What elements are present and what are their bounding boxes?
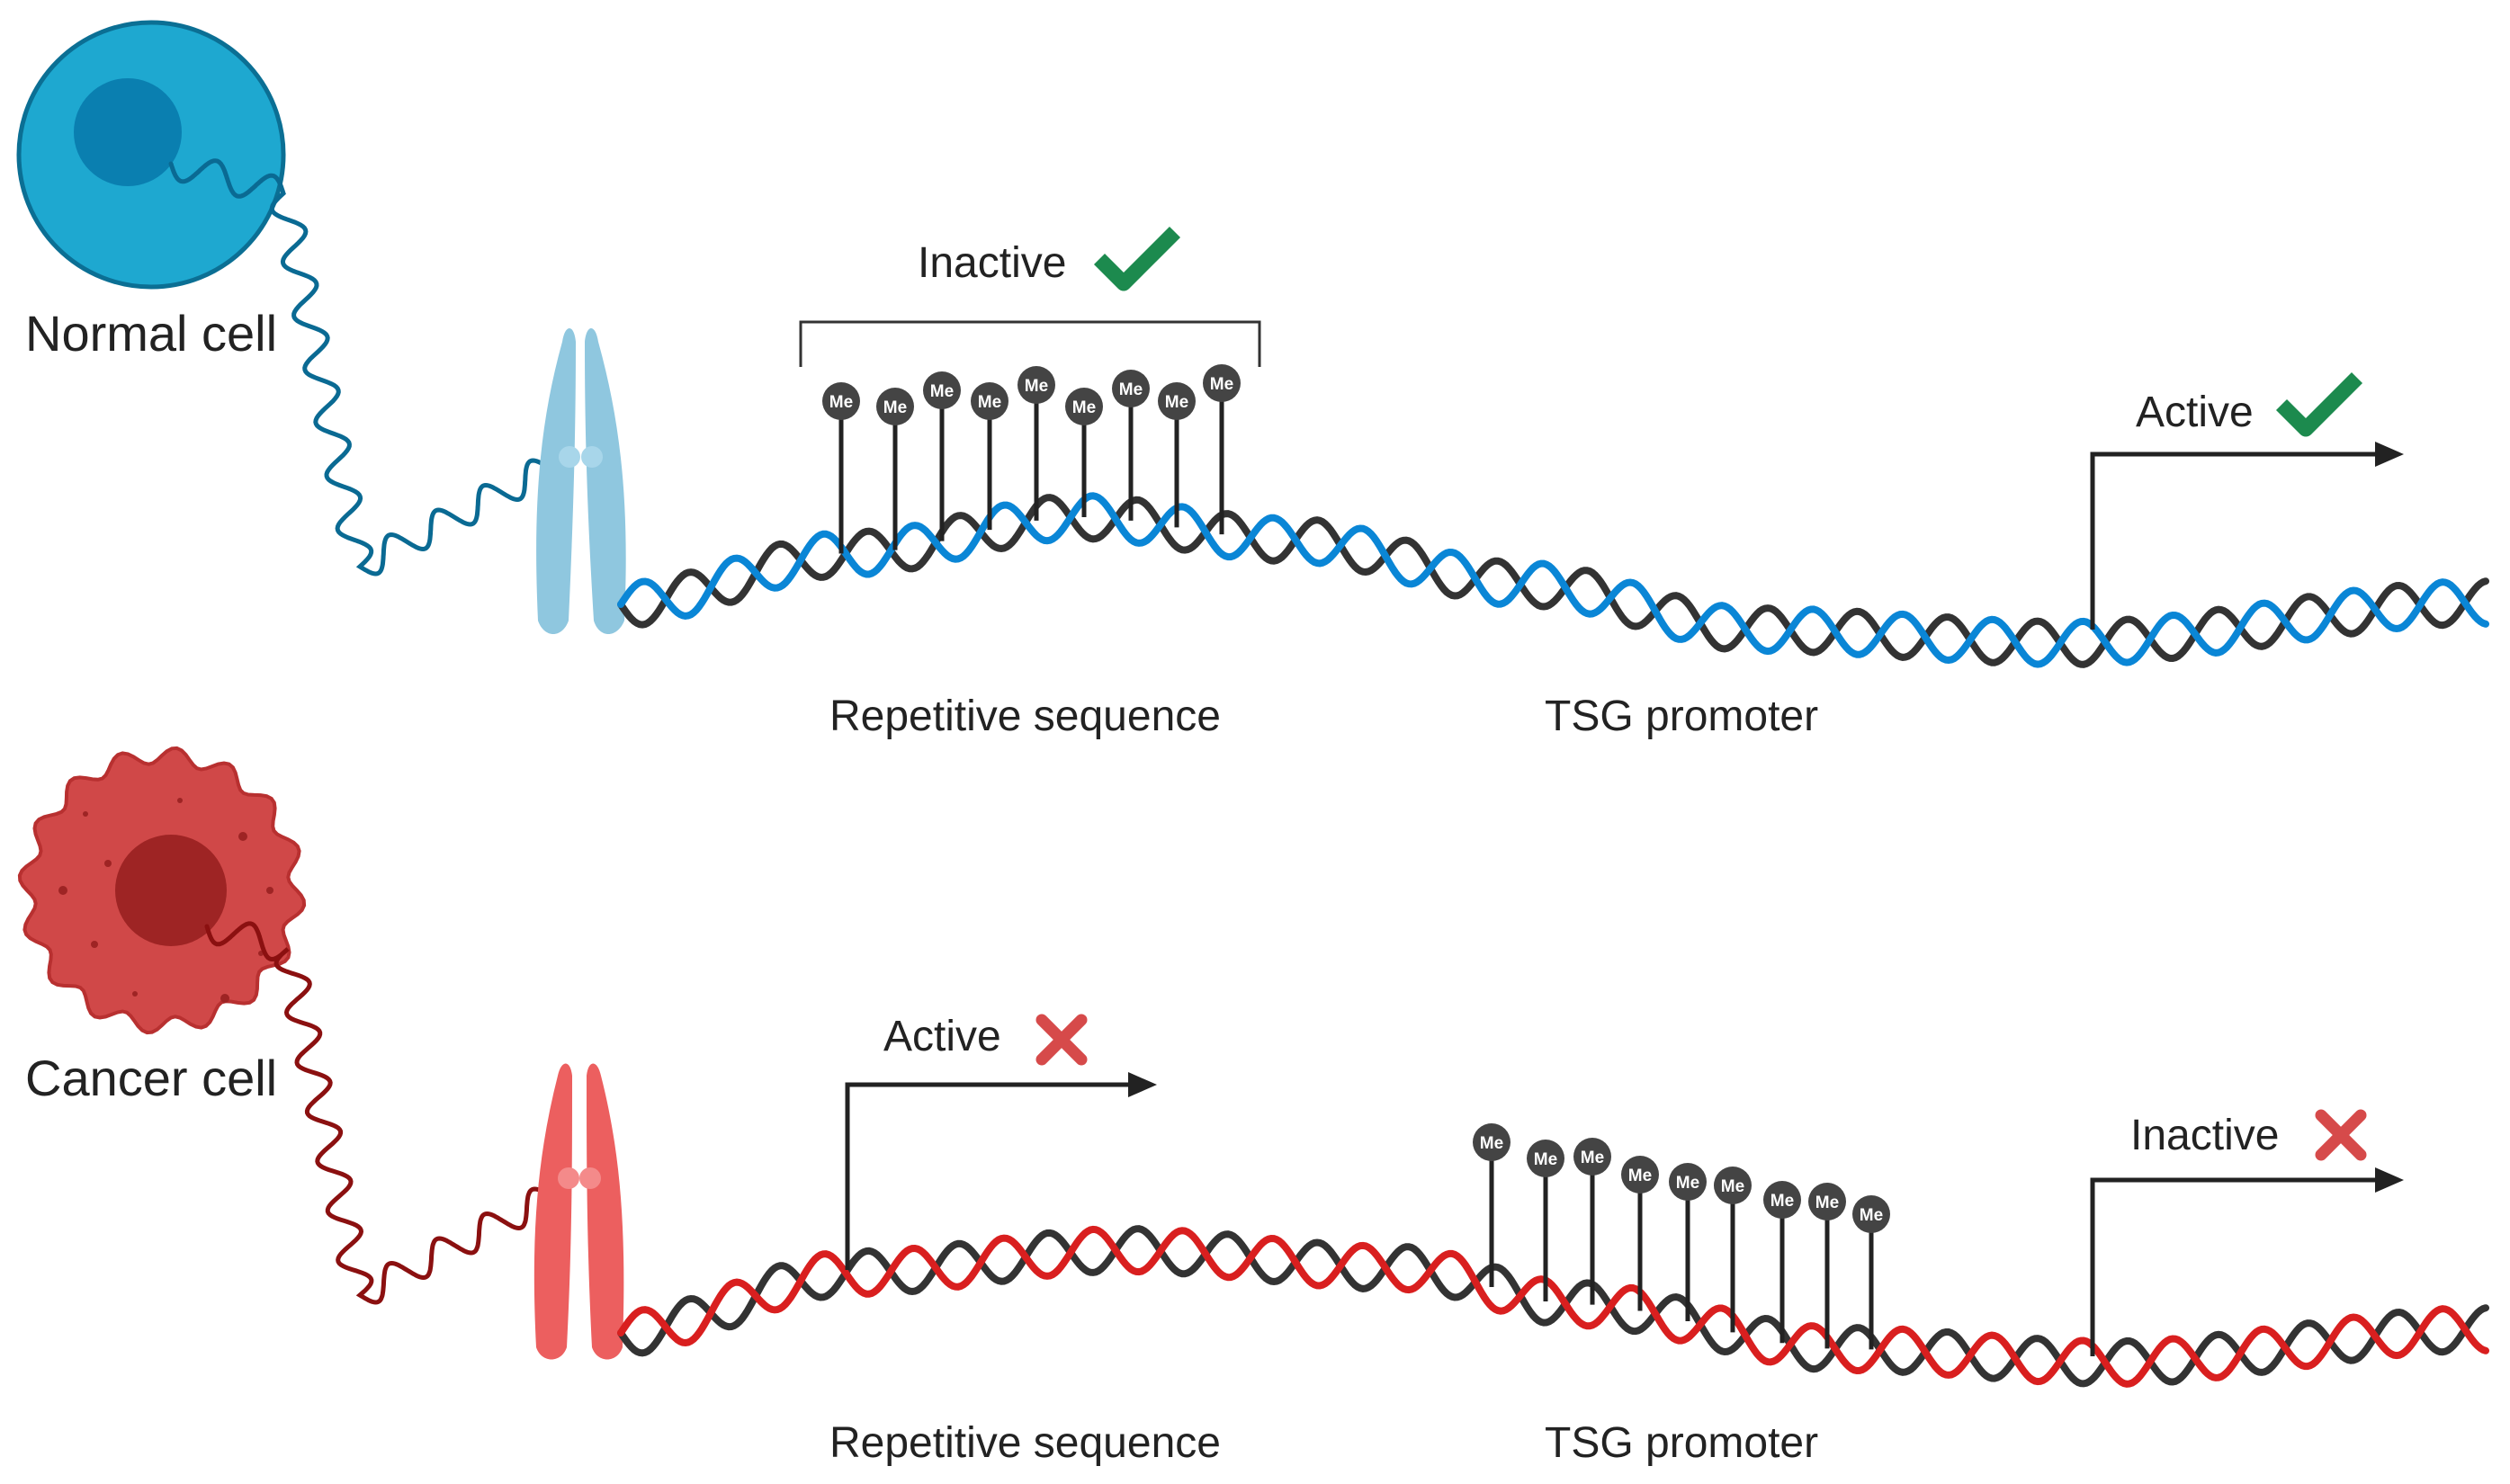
methyl-marker-label: Me <box>1628 1167 1652 1185</box>
methyl-marker-head <box>1065 388 1103 425</box>
methyl-marker-label: Me <box>1534 1150 1557 1169</box>
cross-icon <box>1035 1014 1088 1066</box>
methyl-marker-label: Me <box>1815 1193 1839 1212</box>
methyl-marker-head <box>876 388 914 425</box>
methyl-marker: Me <box>822 382 860 554</box>
normal-dna-strand-blue <box>617 492 2489 668</box>
methyl-marker-label: Me <box>829 393 853 412</box>
methyl-marker-label: Me <box>1025 377 1048 396</box>
methyl-marker-label: Me <box>1210 375 1233 394</box>
check-icon <box>1093 226 1181 291</box>
methyl-marker: Me <box>1714 1167 1752 1333</box>
methyl-marker: Me <box>1112 370 1150 521</box>
cancer-cell-dot <box>83 811 88 817</box>
methyl-marker-head <box>1763 1181 1801 1219</box>
cancer-promoter-status: Inactive <box>2130 1112 2279 1159</box>
methyl-marker: Me <box>1573 1138 1611 1305</box>
cross-icon <box>2315 1109 2367 1161</box>
cancer-cell-label: Cancer cell <box>25 1050 277 1106</box>
methyl-marker: Me <box>1669 1163 1707 1322</box>
methyl-marker-head <box>1203 364 1241 402</box>
methyl-marker-label: Me <box>1480 1134 1503 1153</box>
cancer-cell-dot <box>132 991 138 997</box>
normal-dna-strand-dark <box>617 494 2489 668</box>
normal-cell-icon <box>16 20 286 290</box>
methyl-marker-head <box>1573 1138 1611 1176</box>
cancer-cell-dot <box>58 886 67 895</box>
cancer-promoter-arrow <box>2090 1167 2404 1356</box>
methyl-marker-head <box>1621 1156 1659 1193</box>
methyl-marker-head <box>1112 370 1150 407</box>
cancer-cell-dot <box>104 860 112 867</box>
methyl-marker: Me <box>1017 366 1055 521</box>
methyl-marker: Me <box>1808 1183 1846 1349</box>
normal-tether <box>168 158 551 577</box>
methyl-marker-head <box>1017 366 1055 404</box>
methyl-marker-head <box>822 382 860 420</box>
methyl-marker: Me <box>876 388 914 550</box>
normal-cell-label: Normal cell <box>25 305 277 362</box>
methyl-marker-head <box>1669 1163 1707 1201</box>
methyl-marker-label: Me <box>1165 393 1188 412</box>
methyl-marker-label: Me <box>883 398 907 417</box>
cancer-cell-icon <box>17 746 307 1035</box>
methyl-marker: Me <box>1852 1195 1890 1350</box>
methyl-marker-label: Me <box>1721 1177 1744 1196</box>
cancer-repetitive-label: Repetitive sequence <box>829 1419 1221 1467</box>
methyl-marker: Me <box>1473 1123 1510 1287</box>
cancer-tether <box>204 921 553 1305</box>
cancer-cell-dot <box>266 887 273 894</box>
cancer-dna-strand-red <box>617 1225 2489 1388</box>
methyl-marker-label: Me <box>930 382 954 401</box>
cancer-cell-dot <box>220 994 229 1003</box>
cancer-chromosome-icon <box>533 1063 624 1360</box>
cancer-cell-dot <box>238 832 247 841</box>
normal-promoter-label: TSG promoter <box>1545 693 1818 740</box>
cancer-cell-dot <box>177 798 183 803</box>
methyl-marker-head <box>1527 1140 1564 1177</box>
methyl-marker-head <box>1714 1167 1752 1204</box>
normal-promoter-arrow <box>2090 442 2404 630</box>
methyl-marker-head <box>923 371 961 409</box>
normal-promoter-status: Active <box>2136 389 2254 436</box>
methyl-marker-label: Me <box>1581 1149 1604 1167</box>
methyl-marker-head <box>1473 1123 1510 1161</box>
cancer-repetitive-arrow <box>845 1072 1157 1270</box>
cancer-cell-dot <box>91 941 98 948</box>
normal-repetitive-bracket <box>799 320 1261 367</box>
normal-chromosome-icon <box>536 328 626 634</box>
cancer-repetitive-status: Active <box>883 1013 1001 1060</box>
methyl-marker-head <box>1158 382 1196 420</box>
methyl-marker-head <box>971 382 1008 420</box>
methyl-marker: Me <box>1065 388 1103 518</box>
methyl-marker-label: Me <box>1072 398 1096 417</box>
cancer-dna-strand-dark <box>617 1225 2489 1388</box>
methyl-marker: Me <box>971 382 1008 531</box>
methyl-marker-label: Me <box>1860 1206 1883 1225</box>
normal-repetitive-label: Repetitive sequence <box>829 693 1221 740</box>
methyl-marker-label: Me <box>1770 1192 1794 1211</box>
check-icon <box>2275 371 2363 437</box>
methyl-marker-head <box>1852 1195 1890 1233</box>
methyl-marker: Me <box>1203 364 1241 535</box>
methyl-marker-head <box>1808 1183 1846 1220</box>
methyl-marker: Me <box>1621 1156 1659 1311</box>
methyl-marker-label: Me <box>978 393 1001 412</box>
methyl-marker: Me <box>1158 382 1196 528</box>
methyl-marker: Me <box>923 371 961 541</box>
normal-repetitive-status: Inactive <box>918 239 1066 287</box>
methyl-marker-label: Me <box>1676 1174 1699 1193</box>
methyl-marker: Me <box>1527 1140 1564 1301</box>
cancer-promoter-label: TSG promoter <box>1545 1419 1818 1467</box>
methyl-marker-label: Me <box>1119 380 1143 399</box>
methyl-marker: Me <box>1763 1181 1801 1344</box>
